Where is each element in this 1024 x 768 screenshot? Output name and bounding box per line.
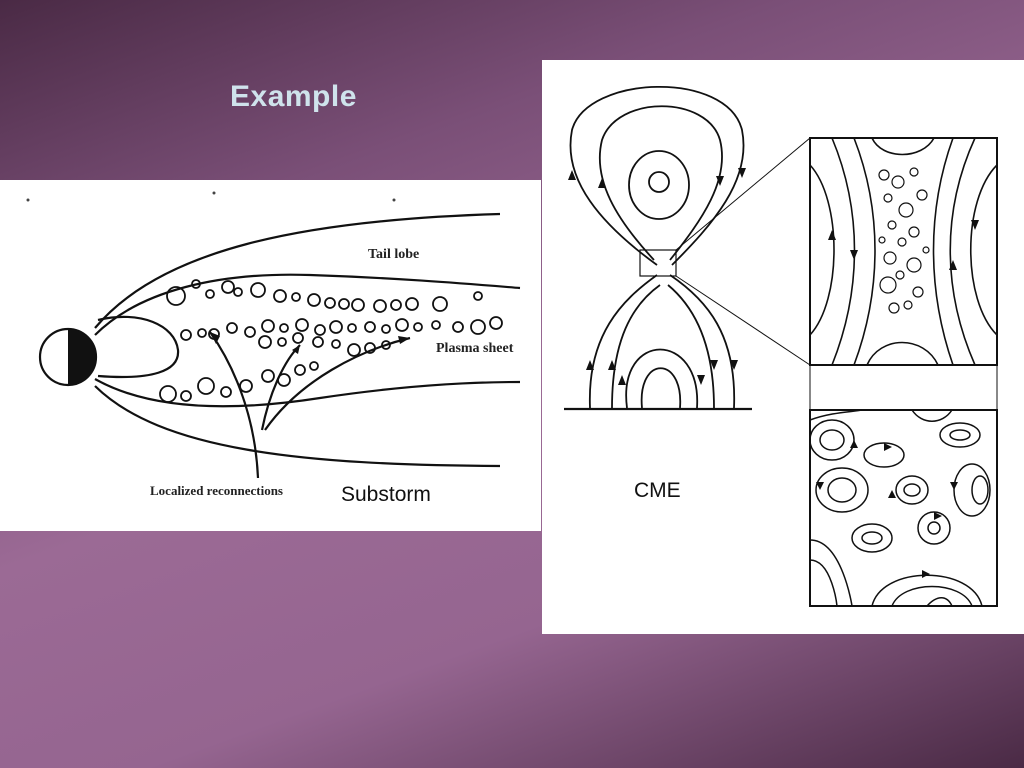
current-sheet-zoom-view [809,137,998,366]
arcade-right-outer [669,274,736,409]
earth-night-side [68,329,96,385]
plasma-sheet-bottom-boundary [94,378,521,408]
substorm-diagram-panel: Tail lobe Plasma sheet Localized reconne… [0,180,541,531]
arcade-left-mid [611,284,661,409]
tail-lobe-label: Tail lobe [368,247,419,262]
cme-diagram-panel: CME [542,60,1024,634]
arrowhead [292,345,300,354]
reconnection-arrow-2 [260,344,301,431]
plasmoid-bubbles [159,279,503,403]
arcade-loop-inner [640,367,681,409]
substorm-diagram: Tail lobe Plasma sheet Localized reconne… [26,191,521,506]
magnetopause-bottom [94,385,501,468]
arrowhead [398,336,410,344]
magnetopause-top [94,212,501,329]
cme-inner-field-line [598,105,723,261]
cme-diagram: CME [564,86,998,607]
plasma-sheet-top-boundary [94,273,521,336]
reconnection-arrow-1 [209,331,260,479]
arcade-left-outer [589,274,658,409]
arrowhead [210,332,220,344]
cme-flux-rope-outer [628,150,690,220]
arcade-right-mid [667,284,715,409]
cme-outer-field-line [569,86,745,266]
substorm-caption: Substorm [341,483,431,506]
zoom-line [675,137,811,251]
cme-caption: CME [634,479,681,502]
reconnections-label: Localized reconnections [150,483,283,498]
arcade-loop-outer [625,348,698,409]
plasma-sheet-label: Plasma sheet [436,341,514,356]
zoom-line [675,275,811,366]
cme-flux-rope-core [648,171,670,193]
slide-title: Example [230,80,357,113]
dipole-loop [97,315,180,379]
current-sheet-selection-box[interactable] [639,249,677,277]
turbulent-reconnection-zoom-view [809,409,998,607]
reconnection-arrow-3 [264,336,411,431]
